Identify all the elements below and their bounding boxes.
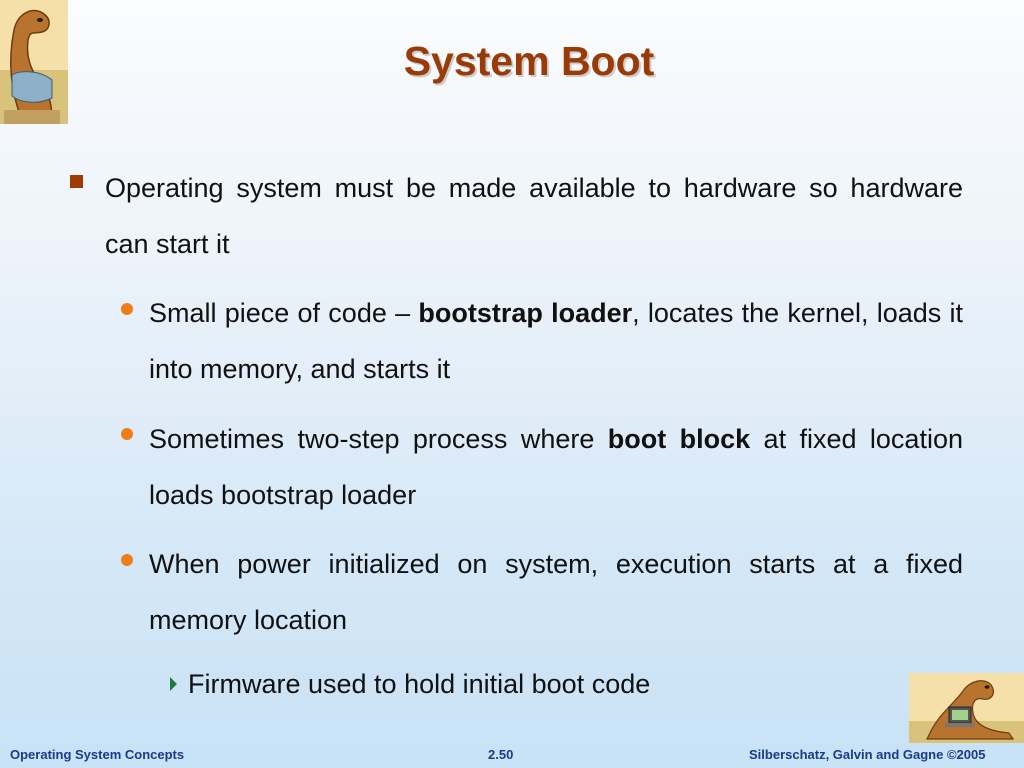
bullet-level-2: Small piece of code – bootstrap loader, … [149, 285, 963, 397]
bullet-level-2: When power initialized on system, execut… [149, 536, 963, 648]
dot-bullet-icon [121, 554, 133, 566]
footer-course-title: Operating System Concepts [10, 747, 185, 762]
dot-bullet-icon [121, 303, 133, 315]
bullet-text: at fixed location loads bootstrap loader [149, 424, 963, 510]
bullet-text: , locates the kernel, loads it into memo… [149, 298, 963, 384]
footer-slide-number: 2.50 [488, 747, 514, 762]
footer-copyright: Silberschatz, Galvin and Gagne ©2005 [749, 747, 986, 762]
bullet-text: Firmware used to hold initial boot code [188, 669, 651, 699]
square-bullet-icon [70, 175, 83, 188]
bold-term: boot block [607, 424, 751, 454]
slide-title: System Boot [403, 38, 655, 84]
dinosaur-computer-icon [909, 673, 1024, 743]
bullet-text: Small piece of code – [149, 298, 419, 328]
bullet-text: Sometimes two-step process where [149, 424, 608, 454]
bullet-level-3: Firmware used to hold initial boot code [188, 662, 928, 706]
bullet-text: Operating system must be made available … [105, 173, 963, 259]
bullet-level-1: Operating system must be made available … [105, 160, 963, 272]
arrow-bullet-icon [170, 677, 177, 691]
bold-term: bootstrap loader [418, 298, 633, 328]
dinosaur-logo-icon [0, 0, 68, 124]
bullet-text: When power initialized on system, execut… [149, 549, 963, 635]
bullet-level-2: Sometimes two-step process where boot bl… [149, 411, 963, 523]
dot-bullet-icon [121, 428, 133, 440]
